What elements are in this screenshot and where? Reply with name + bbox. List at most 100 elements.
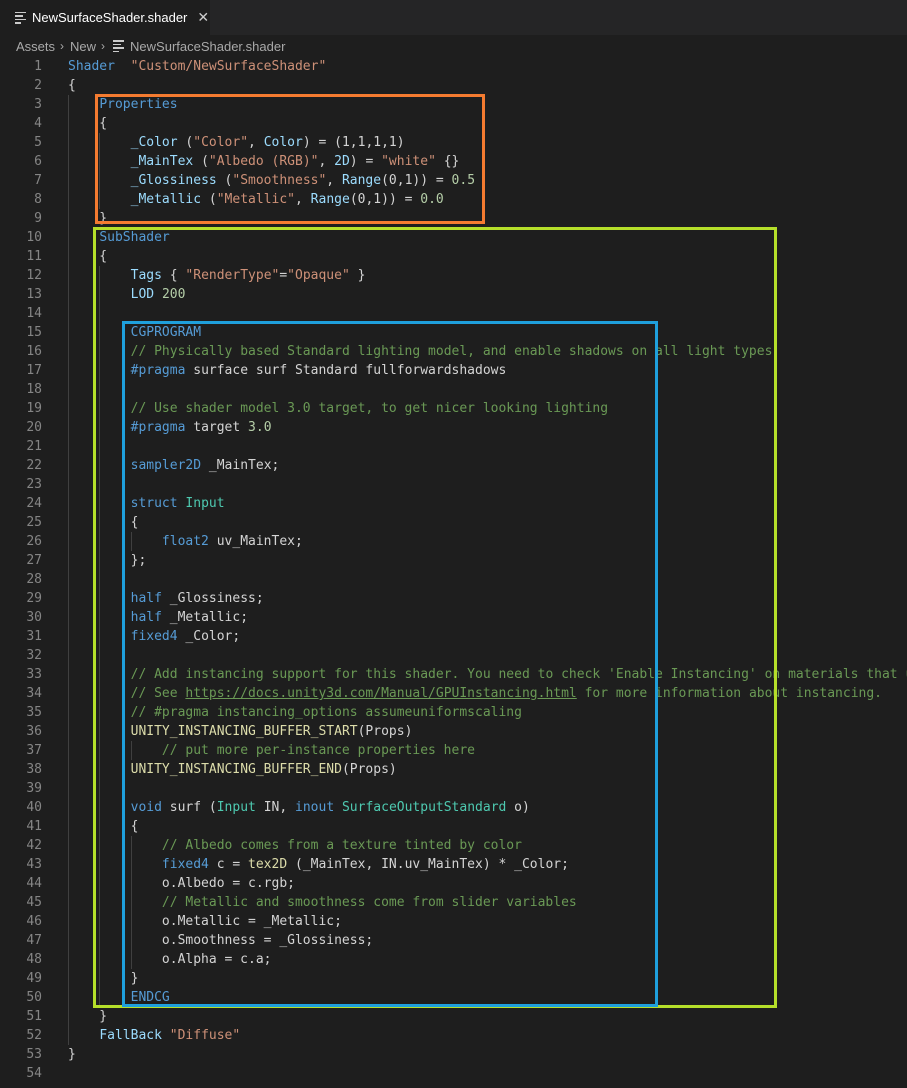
line-number: 15 bbox=[26, 325, 42, 340]
line-number: 17 bbox=[26, 363, 42, 378]
line-number: 20 bbox=[26, 420, 42, 435]
chevron-right-icon: › bbox=[101, 39, 106, 53]
code-line[interactable]: 14 bbox=[0, 304, 907, 323]
code-line[interactable]: 12 Tags { "RenderType"="Opaque" } bbox=[0, 266, 907, 285]
line-number: 26 bbox=[26, 534, 42, 549]
line-number: 53 bbox=[26, 1047, 42, 1062]
code-line[interactable]: 37 // put more per-instance properties h… bbox=[0, 741, 907, 760]
code-line[interactable]: 13 LOD 200 bbox=[0, 285, 907, 304]
line-number: 41 bbox=[26, 819, 42, 834]
code-line[interactable]: 19 // Use shader model 3.0 target, to ge… bbox=[0, 399, 907, 418]
file-lines-icon bbox=[113, 39, 125, 53]
code-line[interactable]: 10 SubShader bbox=[0, 228, 907, 247]
code-text: } bbox=[68, 211, 108, 226]
code-text: // Physically based Standard lighting mo… bbox=[130, 344, 773, 359]
code-line[interactable]: 53} bbox=[0, 1045, 907, 1064]
code-line[interactable]: 5 _Color ("Color", Color) = (1,1,1,1) bbox=[0, 133, 907, 152]
code-line[interactable]: 49 } bbox=[0, 969, 907, 988]
code-line[interactable]: 42 // Albedo comes from a texture tinted… bbox=[0, 836, 907, 855]
breadcrumb-item-new[interactable]: New bbox=[70, 38, 97, 54]
code-line[interactable]: 7 _Glossiness ("Smoothness", Range(0,1))… bbox=[0, 171, 907, 190]
line-number: 38 bbox=[26, 762, 42, 777]
code-line[interactable]: 25 { bbox=[0, 513, 907, 532]
code-line[interactable]: 30 half _Metallic; bbox=[0, 608, 907, 627]
close-icon[interactable]: ✕ bbox=[197, 9, 210, 25]
code-text: // Metallic and smoothness come from sli… bbox=[161, 895, 577, 910]
code-text: fixed4 c = tex2D (_MainTex, IN.uv_MainTe… bbox=[161, 857, 569, 872]
code-line[interactable]: 45 // Metallic and smoothness come from … bbox=[0, 893, 907, 912]
code-line[interactable]: 21 bbox=[0, 437, 907, 456]
line-number: 42 bbox=[26, 838, 42, 853]
line-number: 51 bbox=[26, 1009, 42, 1024]
code-line[interactable]: 44 o.Albedo = c.rgb; bbox=[0, 874, 907, 893]
code-text: _Metallic ("Metallic", Range(0,1)) = 0.0 bbox=[130, 192, 444, 207]
indent-guide bbox=[130, 741, 132, 760]
code-line[interactable]: 54 bbox=[0, 1064, 907, 1083]
code-line[interactable]: 27 }; bbox=[0, 551, 907, 570]
code-line[interactable]: 52 FallBack "Diffuse" bbox=[0, 1026, 907, 1045]
code-line[interactable]: 50 ENDCG bbox=[0, 988, 907, 1007]
code-line[interactable]: 34 // See https://docs.unity3d.com/Manua… bbox=[0, 684, 907, 703]
code-line[interactable]: 47 o.Smoothness = _Glossiness; bbox=[0, 931, 907, 950]
line-number: 29 bbox=[26, 591, 42, 606]
code-line[interactable]: 2{ bbox=[0, 76, 907, 95]
code-line[interactable]: 43 fixed4 c = tex2D (_MainTex, IN.uv_Mai… bbox=[0, 855, 907, 874]
code-line[interactable]: 18 bbox=[0, 380, 907, 399]
line-number: 30 bbox=[26, 610, 42, 625]
code-line[interactable]: 32 bbox=[0, 646, 907, 665]
line-number: 2 bbox=[34, 78, 42, 93]
code-text: void surf (Input IN, inout SurfaceOutput… bbox=[130, 800, 530, 815]
code-line[interactable]: 26 float2 uv_MainTex; bbox=[0, 532, 907, 551]
tab-label: NewSurfaceShader.shader bbox=[32, 10, 188, 25]
code-line[interactable]: 31 fixed4 _Color; bbox=[0, 627, 907, 646]
breadcrumb-item-assets[interactable]: Assets bbox=[16, 38, 56, 54]
line-number: 25 bbox=[26, 515, 42, 530]
line-number: 31 bbox=[26, 629, 42, 644]
code-line[interactable]: 40 void surf (Input IN, inout SurfaceOut… bbox=[0, 798, 907, 817]
code-line[interactable]: 41 { bbox=[0, 817, 907, 836]
code-line[interactable]: 36 UNITY_INSTANCING_BUFFER_START(Props) bbox=[0, 722, 907, 741]
line-number: 22 bbox=[26, 458, 42, 473]
code-line[interactable]: 29 half _Glossiness; bbox=[0, 589, 907, 608]
code-text: // Albedo comes from a texture tinted by… bbox=[161, 838, 522, 853]
line-number: 48 bbox=[26, 952, 42, 967]
tab-newsurfaceshader[interactable]: NewSurfaceShader.shader ✕ bbox=[0, 0, 210, 35]
code-line[interactable]: 51 } bbox=[0, 1007, 907, 1026]
code-text: // #pragma instancing_options assumeunif… bbox=[130, 705, 522, 720]
code-line[interactable]: 22 sampler2D _MainTex; bbox=[0, 456, 907, 475]
line-number: 24 bbox=[26, 496, 42, 511]
code-line[interactable]: 11 { bbox=[0, 247, 907, 266]
code-line[interactable]: 17 #pragma surface surf Standard fullfor… bbox=[0, 361, 907, 380]
code-line[interactable]: 15 CGPROGRAM bbox=[0, 323, 907, 342]
code-text: o.Metallic = _Metallic; bbox=[68, 914, 342, 929]
code-text: #pragma target 3.0 bbox=[130, 420, 272, 435]
code-line[interactable]: 35 // #pragma instancing_options assumeu… bbox=[0, 703, 907, 722]
code-line[interactable]: 46 o.Metallic = _Metallic; bbox=[0, 912, 907, 931]
code-text: UNITY_INSTANCING_BUFFER_START(Props) bbox=[130, 724, 413, 739]
line-number: 14 bbox=[26, 306, 42, 321]
code-line[interactable]: 24 struct Input bbox=[0, 494, 907, 513]
line-number: 34 bbox=[26, 686, 42, 701]
code-text: } bbox=[68, 971, 139, 986]
code-line[interactable]: 3 Properties bbox=[0, 95, 907, 114]
code-line[interactable]: 38 UNITY_INSTANCING_BUFFER_END(Props) bbox=[0, 760, 907, 779]
line-number: 52 bbox=[26, 1028, 42, 1043]
code-line[interactable]: 48 o.Alpha = c.a; bbox=[0, 950, 907, 969]
code-line[interactable]: 16 // Physically based Standard lighting… bbox=[0, 342, 907, 361]
code-line[interactable]: 39 bbox=[0, 779, 907, 798]
code-line[interactable]: 4 { bbox=[0, 114, 907, 133]
code-line[interactable]: 28 bbox=[0, 570, 907, 589]
code-text: }; bbox=[68, 553, 147, 568]
line-number: 46 bbox=[26, 914, 42, 929]
code-line[interactable]: 8 _Metallic ("Metallic", Range(0,1)) = 0… bbox=[0, 190, 907, 209]
code-line[interactable]: 33 // Add instancing support for this sh… bbox=[0, 665, 907, 684]
code-line[interactable]: 20 #pragma target 3.0 bbox=[0, 418, 907, 437]
code-line[interactable]: 23 bbox=[0, 475, 907, 494]
code-text: _MainTex ("Albedo (RGB)", 2D) = "white" … bbox=[130, 154, 460, 169]
breadcrumb-item-file[interactable]: NewSurfaceShader.shader bbox=[130, 38, 286, 54]
tab-bar: NewSurfaceShader.shader ✕ bbox=[0, 0, 907, 35]
code-line[interactable]: 9 } bbox=[0, 209, 907, 228]
code-line[interactable]: 6 _MainTex ("Albedo (RGB)", 2D) = "white… bbox=[0, 152, 907, 171]
